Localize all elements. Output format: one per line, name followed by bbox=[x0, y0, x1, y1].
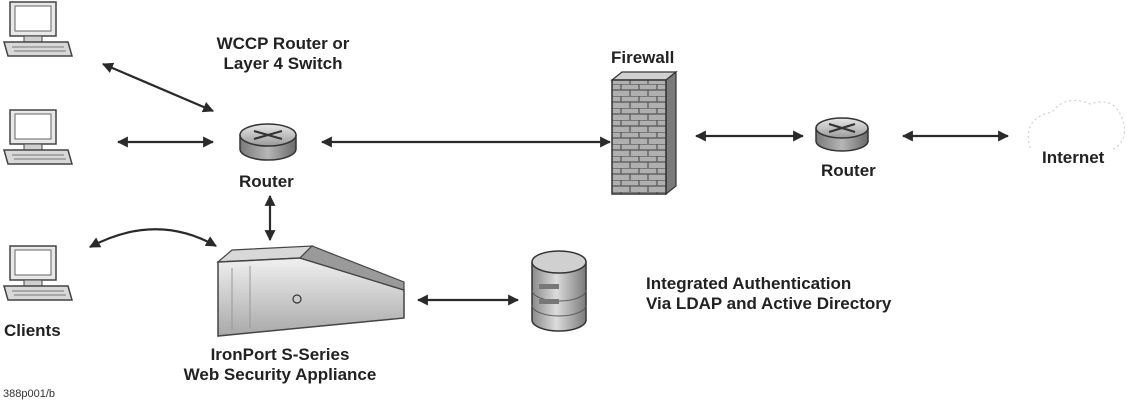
computer-icon bbox=[3, 109, 73, 165]
auth-label: Integrated Authentication Via LDAP and A… bbox=[646, 274, 891, 314]
computer-icon bbox=[3, 1, 73, 57]
auth-label-line1: Integrated Authentication bbox=[646, 274, 852, 293]
router-icon bbox=[815, 117, 869, 152]
firewall-icon bbox=[610, 70, 678, 196]
database-icon bbox=[531, 250, 587, 332]
appliance-label-line1: IronPort S-Series bbox=[210, 345, 350, 364]
clients-label: Clients bbox=[4, 321, 61, 340]
figure-id: 388p001/b bbox=[3, 388, 55, 400]
router-edge-label: Router bbox=[821, 161, 876, 180]
firewall-label: Firewall bbox=[611, 48, 675, 67]
internet-label: Internet bbox=[1042, 148, 1105, 167]
appliance-label: IronPort S-Series Web Security Appliance bbox=[180, 345, 380, 385]
wccp-label-line1: WCCP Router or bbox=[216, 34, 350, 53]
auth-label-line2: Via LDAP and Active Directory bbox=[646, 294, 892, 313]
cloud-icon bbox=[1027, 99, 1125, 151]
arrow-client3-appliance bbox=[89, 228, 217, 248]
wccp-label-line2: Layer 4 Switch bbox=[223, 54, 343, 73]
appliance-icon bbox=[216, 245, 405, 337]
router-icon bbox=[239, 123, 297, 161]
arrow-client1-router bbox=[101, 62, 215, 113]
router-main-label: Router bbox=[239, 172, 294, 191]
computer-icon bbox=[3, 245, 73, 301]
appliance-label-line2: Web Security Appliance bbox=[183, 365, 377, 384]
wccp-label: WCCP Router or Layer 4 Switch bbox=[183, 34, 383, 74]
